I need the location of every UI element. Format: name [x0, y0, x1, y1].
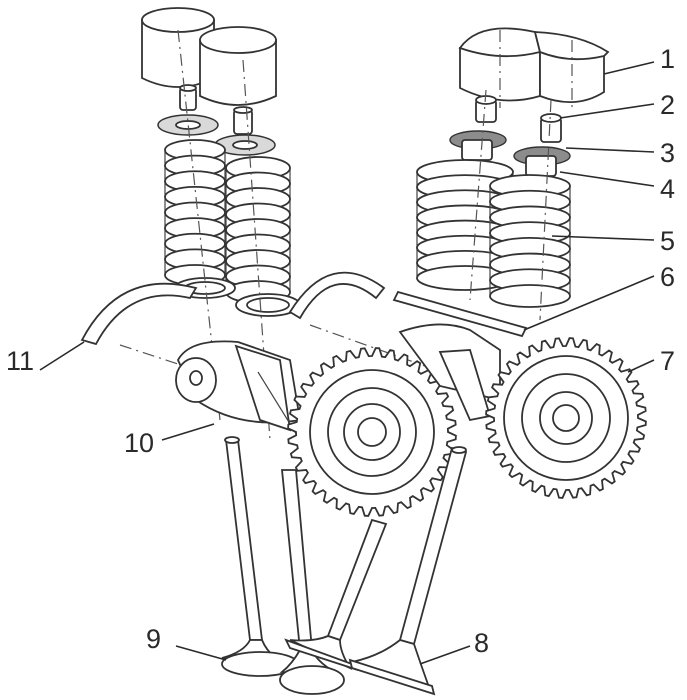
- leader-8: [419, 645, 471, 665]
- callout-8: 8: [474, 628, 489, 658]
- right-camshaft: [398, 323, 501, 422]
- callout-leaders: [39, 61, 655, 665]
- callout-2: 2: [660, 90, 675, 120]
- left-valve-spring-rear: [164, 139, 226, 286]
- right-valve-spring-front: [489, 174, 571, 308]
- seat-plate: [392, 290, 528, 338]
- valve-rear-left: [221, 436, 301, 677]
- leader-10: [161, 423, 215, 441]
- valve-front-right: [348, 446, 468, 696]
- left-tappet-front: [199, 26, 277, 106]
- callout-4: 4: [660, 174, 675, 204]
- left-valve-spring-front: [225, 156, 291, 304]
- bearing-half-right: [288, 271, 386, 320]
- callout-9: 9: [146, 624, 161, 654]
- right-cam-sprocket: [485, 337, 647, 499]
- callout-11: 11: [6, 346, 34, 376]
- callout-3: 3: [660, 138, 675, 168]
- leader-6: [523, 275, 655, 331]
- leader-4: [559, 171, 655, 187]
- leader-2: [559, 103, 655, 119]
- callout-1: 1: [660, 44, 675, 74]
- leader-5: [551, 235, 655, 241]
- left-shim-front: [233, 106, 253, 135]
- callout-5: 5: [660, 226, 675, 256]
- leader-11: [39, 341, 85, 371]
- callout-7: 7: [660, 346, 675, 376]
- valve-rear-right: [279, 469, 345, 695]
- leader-9: [175, 645, 227, 661]
- leader-3: [565, 147, 655, 153]
- leader-1: [603, 61, 655, 75]
- left-camshaft: [175, 340, 302, 441]
- leader-7: [627, 359, 655, 373]
- callout-labels: 1 2 3 4 5 6 7 8 9 10 11: [6, 44, 675, 658]
- bearing-half-left: [80, 282, 198, 346]
- right-shim-rear: [475, 95, 497, 123]
- right-tappet-pair: [458, 27, 610, 110]
- left-shim-rear: [179, 84, 197, 111]
- right-shim-front: [540, 113, 562, 143]
- callout-6: 6: [660, 262, 675, 292]
- left-cam-sprocket: [287, 347, 457, 517]
- callout-10: 10: [124, 428, 154, 458]
